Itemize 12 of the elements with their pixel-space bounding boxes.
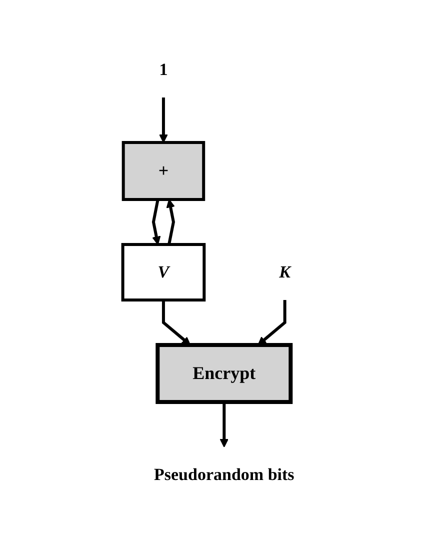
node-text: K bbox=[279, 262, 290, 282]
arrow bbox=[258, 300, 286, 346]
arrow bbox=[162, 300, 190, 346]
node-text: Pseudorandom bits bbox=[154, 465, 294, 484]
arrow bbox=[158, 98, 168, 144]
node-box: + bbox=[122, 141, 205, 202]
node-box: Encrypt bbox=[156, 343, 292, 404]
arrow bbox=[166, 199, 175, 246]
arrow bbox=[152, 199, 161, 246]
node-box: V bbox=[121, 243, 206, 302]
arrow bbox=[220, 402, 228, 448]
node-text: 1 bbox=[159, 60, 168, 80]
